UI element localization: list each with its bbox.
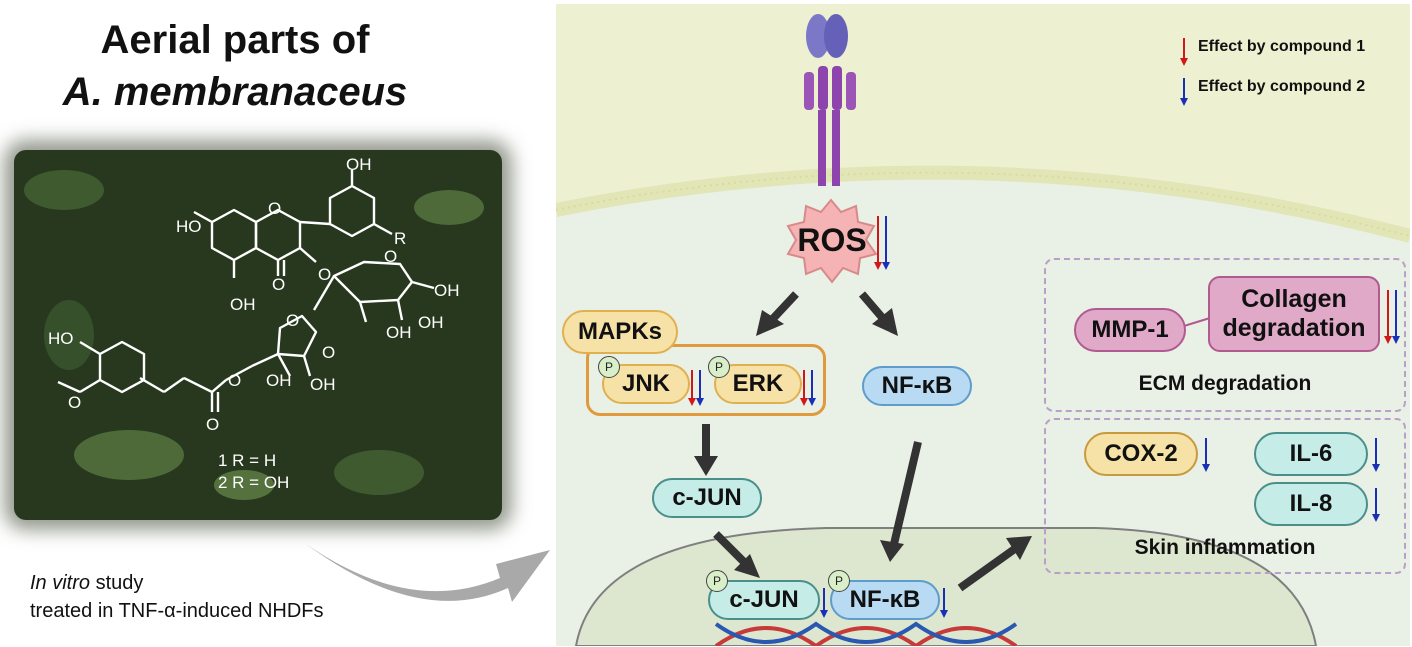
ros-label: ROS bbox=[797, 222, 867, 258]
legend-compound-2: Effect by compound 2 bbox=[1198, 78, 1366, 95]
svg-text:O: O bbox=[384, 247, 397, 266]
curved-arrow bbox=[306, 544, 550, 602]
svg-text:HO: HO bbox=[176, 217, 202, 236]
svg-text:OH: OH bbox=[434, 281, 460, 300]
cjun-nucleus-node: c-JUN bbox=[708, 580, 820, 620]
phospho-badge: P bbox=[828, 570, 850, 592]
svg-text:O: O bbox=[68, 393, 81, 412]
nfkb-node: NF-κB bbox=[862, 366, 972, 406]
study-line-2: treated in TNF-α-induced NHDFs bbox=[30, 600, 324, 622]
legend-compound-1: Effect by compound 1 bbox=[1198, 38, 1366, 55]
mmp1-node: MMP-1 bbox=[1074, 308, 1186, 352]
cjun-node: c-JUN bbox=[652, 478, 762, 518]
cox2-node: COX-2 bbox=[1084, 432, 1198, 476]
phospho-badge: P bbox=[598, 356, 620, 378]
svg-text:OH: OH bbox=[230, 295, 256, 314]
svg-text:O: O bbox=[268, 199, 281, 218]
il6-node: IL-6 bbox=[1254, 432, 1368, 476]
il8-node: IL-8 bbox=[1254, 482, 1368, 526]
ros-burst bbox=[786, 198, 878, 284]
pathway-panel: Effect by compound 1 Effect by compound … bbox=[556, 4, 1410, 646]
study-line-1: In vitro study bbox=[30, 572, 144, 594]
svg-text:OH: OH bbox=[418, 313, 444, 332]
svg-text:O: O bbox=[228, 371, 241, 390]
svg-text:OH: OH bbox=[346, 155, 372, 174]
svg-text:O: O bbox=[206, 415, 219, 434]
ecm-caption: ECM degradation bbox=[1138, 372, 1312, 395]
svg-text:O: O bbox=[318, 265, 331, 284]
phospho-badge: P bbox=[706, 570, 728, 592]
mapks-node: MAPKs bbox=[562, 310, 678, 354]
svg-text:OH: OH bbox=[310, 375, 336, 394]
svg-text:1 R = H: 1 R = H bbox=[218, 451, 276, 470]
svg-text:HO: HO bbox=[48, 329, 74, 348]
svg-text:OH: OH bbox=[266, 371, 292, 390]
chemical-structure: HO OH R O O O O OH OH OH OH O OH HO O O … bbox=[48, 155, 460, 492]
svg-text:2 R = OH: 2 R = OH bbox=[218, 473, 289, 492]
skin-inflammation-box bbox=[1044, 418, 1406, 574]
skin-inflammation-caption: Skin inflammation bbox=[1134, 536, 1316, 559]
erk-node: ERK bbox=[714, 364, 802, 404]
phospho-badge: P bbox=[708, 356, 730, 378]
ecm-degradation-box bbox=[1044, 258, 1406, 412]
svg-text:R: R bbox=[394, 229, 406, 248]
collagen-node: Collagen degradation bbox=[1208, 276, 1380, 352]
svg-text:O: O bbox=[272, 275, 285, 294]
title-line-1: Aerial parts of bbox=[100, 18, 370, 62]
svg-text:O: O bbox=[286, 311, 299, 330]
title-line-2: A. membranaceus bbox=[62, 70, 408, 114]
plant-photo: HO OH R O O O O OH OH OH OH O OH HO O O … bbox=[14, 150, 502, 520]
svg-text:O: O bbox=[322, 343, 335, 362]
mapk-group bbox=[586, 344, 826, 416]
tnf-receptor-icon bbox=[804, 14, 856, 186]
svg-text:OH: OH bbox=[386, 323, 412, 342]
